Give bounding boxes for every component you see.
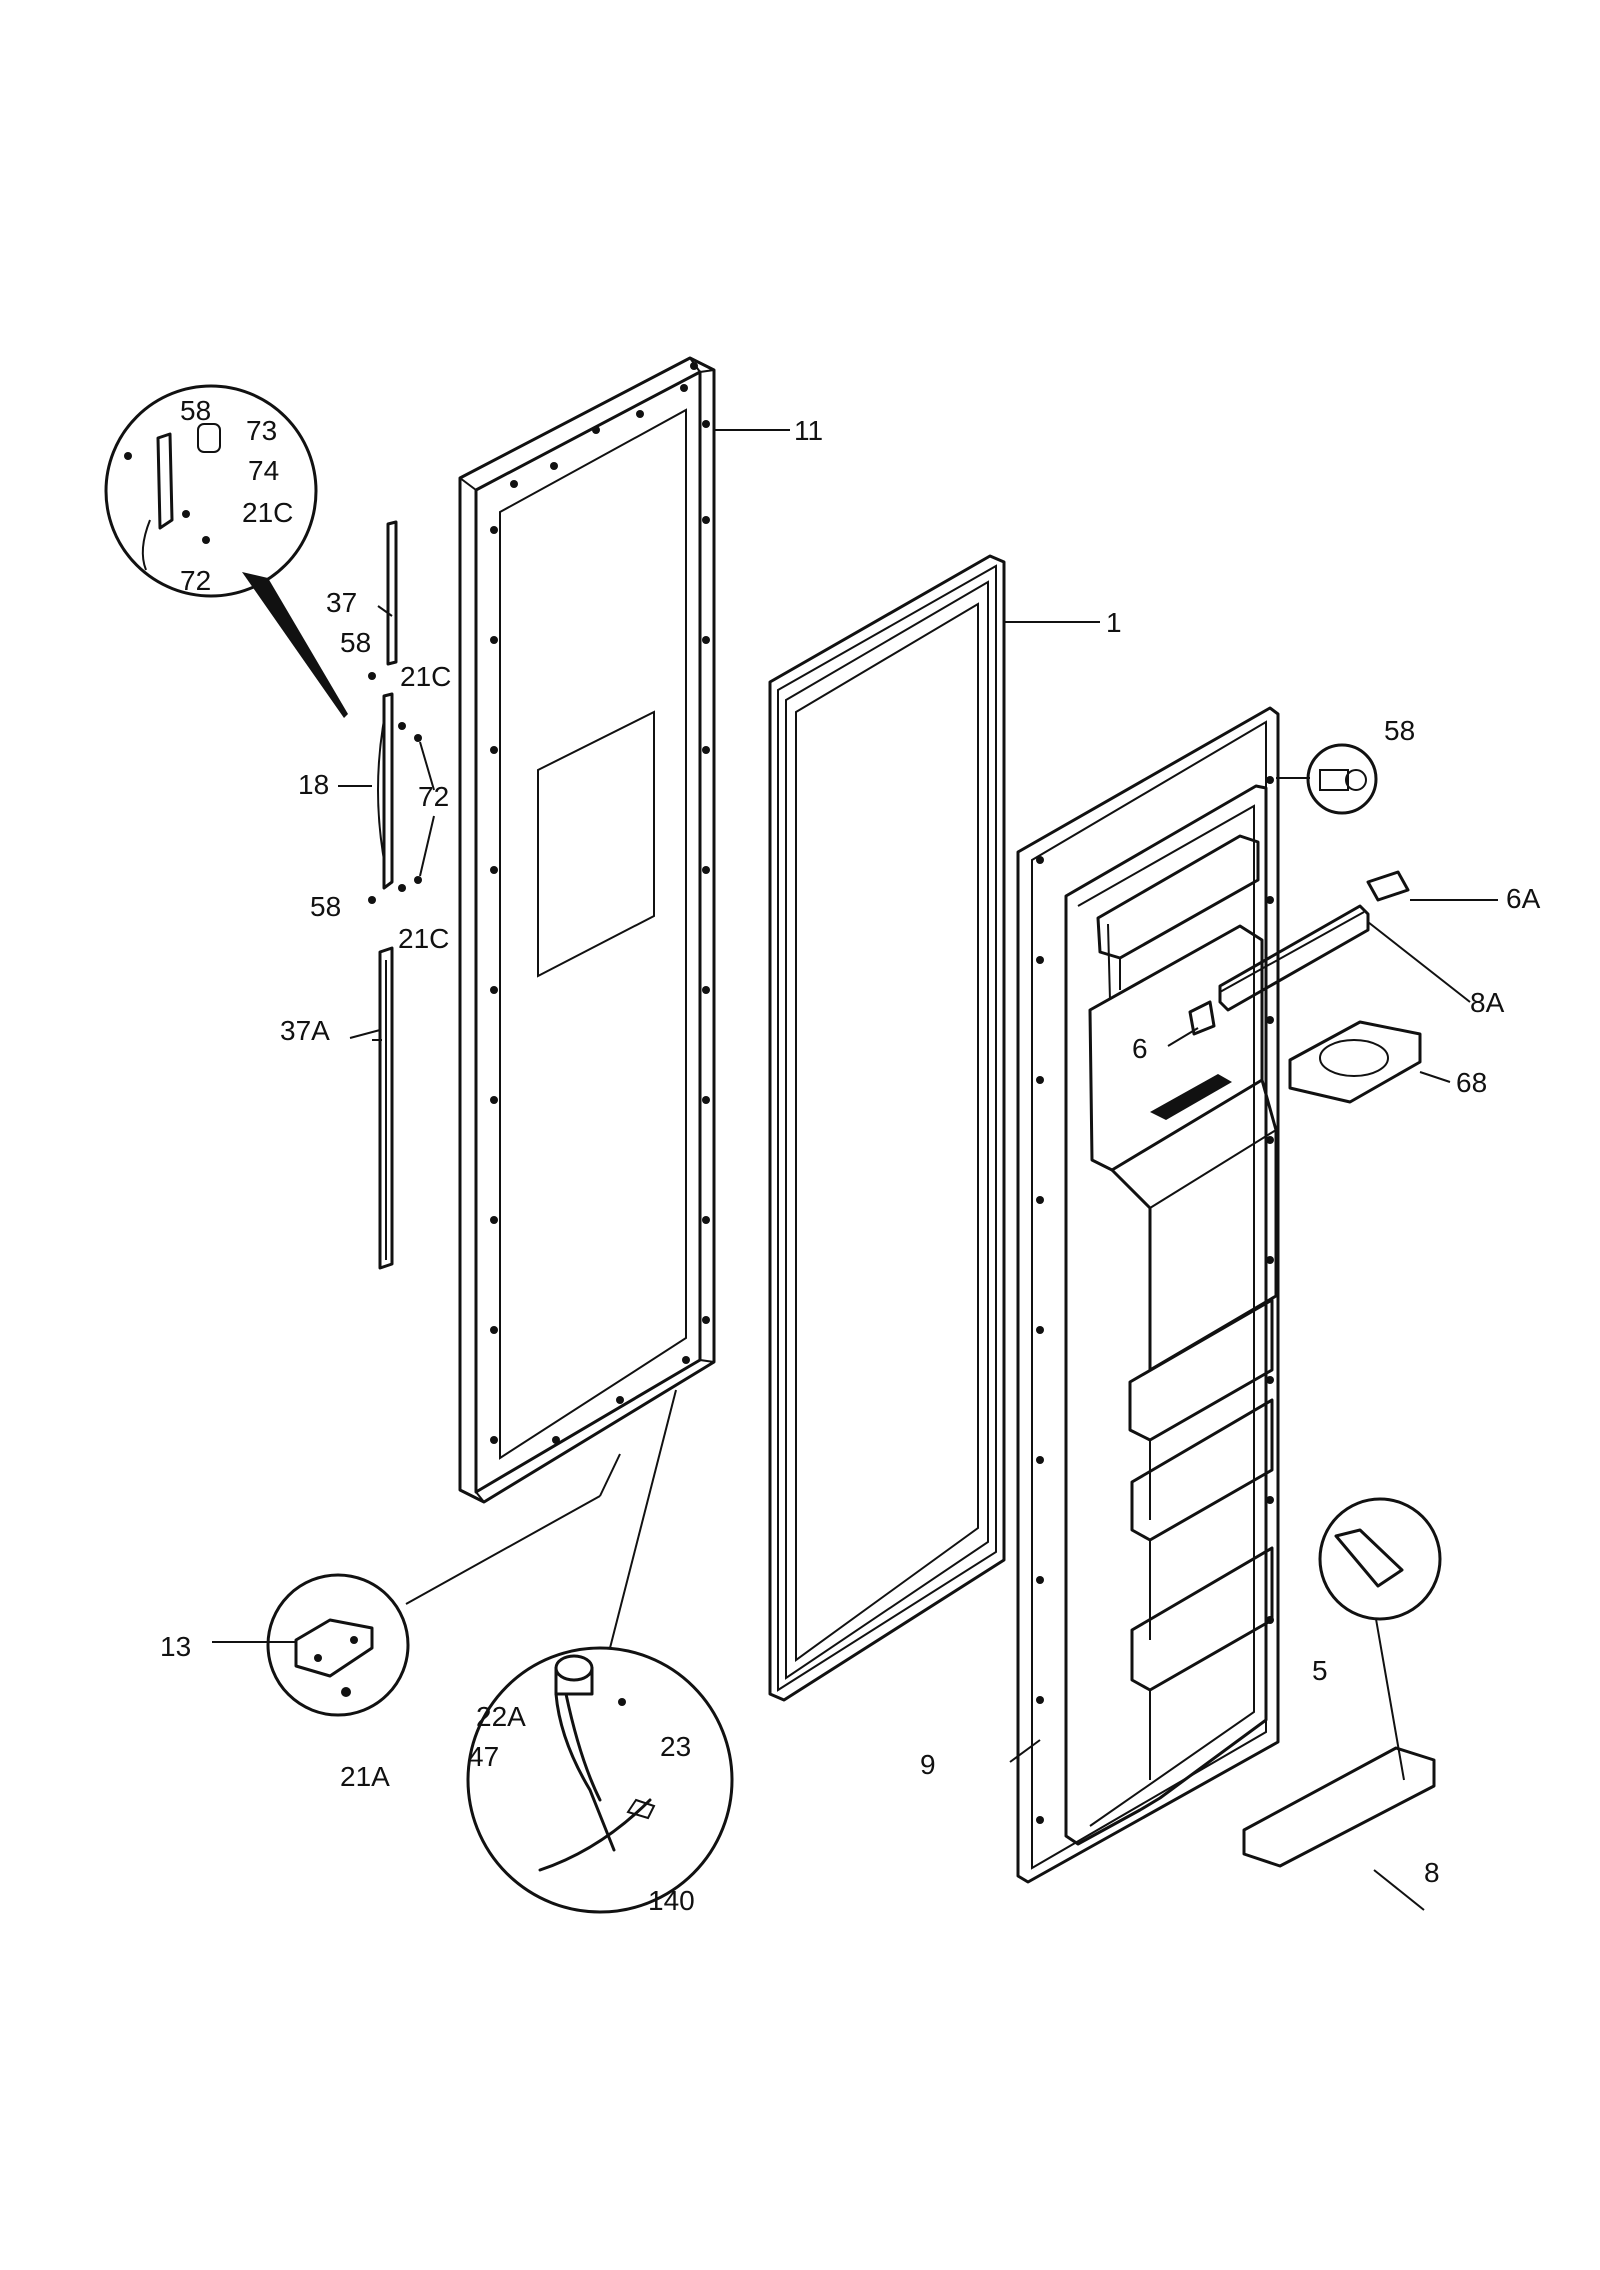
- callout-5: 5: [1312, 1655, 1328, 1686]
- screw-58-inset: [1306, 743, 1378, 815]
- callout-8A: 8A: [1470, 987, 1505, 1018]
- callout-37A: 37A: [280, 1015, 330, 1046]
- callout-58-low: 58: [310, 891, 341, 922]
- callout-21C-lower: 21C: [398, 923, 449, 954]
- callout-6A: 6A: [1506, 883, 1541, 914]
- callout-11: 11: [794, 415, 823, 446]
- callout-58-right: 58: [1384, 715, 1415, 746]
- callout-21C-upper: 21C: [400, 661, 451, 692]
- callout-8: 8: [1424, 1857, 1440, 1888]
- bracket-inset: [266, 1573, 410, 1717]
- clip-6A: [1366, 870, 1410, 902]
- door-gasket: [768, 554, 1006, 1702]
- callout-13: 13: [160, 1631, 191, 1662]
- rail-8A: [1218, 904, 1370, 1012]
- callout-37: 37: [326, 587, 357, 618]
- outer-door-panel: [458, 356, 716, 1504]
- switch-harness-inset: [466, 1646, 734, 1914]
- callout-21C-inset: 21C: [242, 497, 293, 528]
- door-bin-8: [1242, 1746, 1436, 1868]
- bin-insert-inset: [1318, 1497, 1442, 1621]
- clip-6: [1188, 1000, 1216, 1036]
- dispenser-cover-68: [1288, 1020, 1422, 1104]
- callout-9: 9: [920, 1749, 936, 1780]
- handle-detail-inset: [104, 384, 348, 718]
- lower-trim-37A: [378, 946, 394, 1270]
- handle-screws: [368, 672, 422, 904]
- callout-labels: 11 1 58 73 74 21C 72 37 58 21C 18 72 58 …: [160, 395, 1541, 1916]
- callout-22A: 22A: [476, 1701, 526, 1732]
- callout-18: 18: [298, 769, 329, 800]
- callout-1: 1: [1106, 607, 1122, 638]
- inner-door-liner: [1016, 706, 1280, 1884]
- callout-21A: 21A: [340, 1761, 390, 1792]
- leader-lines: [212, 429, 1498, 1911]
- callout-73: 73: [246, 415, 277, 446]
- callout-23: 23: [660, 1731, 691, 1762]
- upper-trim-37: [386, 520, 398, 666]
- callout-6: 6: [1132, 1033, 1148, 1064]
- callout-58-mid: 58: [340, 627, 371, 658]
- callout-140: 140: [648, 1885, 695, 1916]
- callout-58-top: 58: [180, 395, 211, 426]
- callout-68: 68: [1456, 1067, 1487, 1098]
- door-handle: [377, 692, 394, 890]
- callout-47: 47: [468, 1741, 499, 1772]
- callout-74: 74: [248, 455, 279, 486]
- callout-72: 72: [418, 781, 449, 812]
- callout-72-inset: 72: [180, 565, 211, 596]
